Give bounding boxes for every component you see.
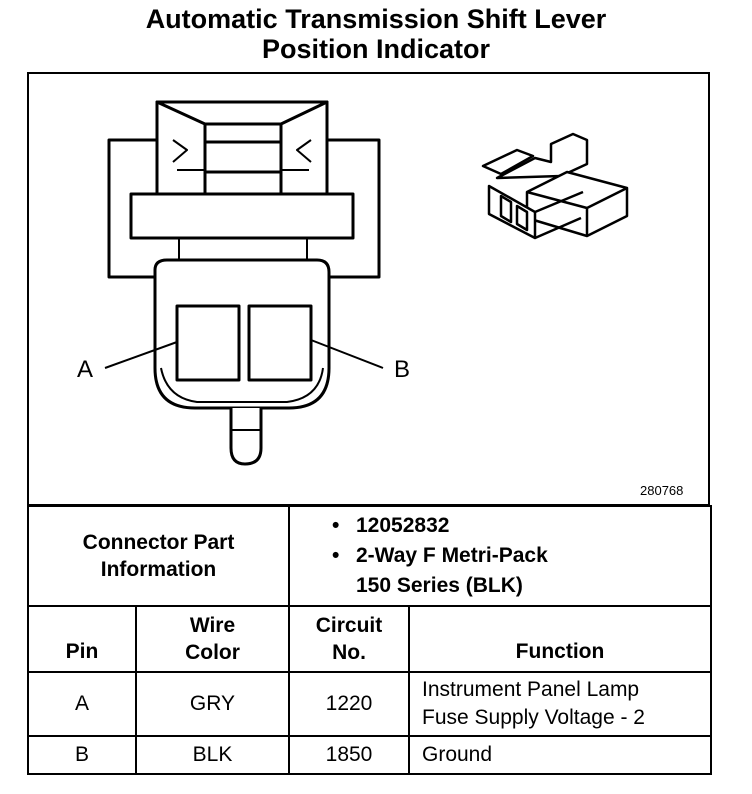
row-b-function: Ground bbox=[408, 735, 712, 775]
connector-figure-frame bbox=[27, 72, 710, 506]
callout-leader-a bbox=[104, 341, 178, 369]
row-a-circuit: 1220 bbox=[288, 671, 410, 737]
connector-part-label-cell: Connector Part Information bbox=[27, 505, 290, 607]
table-row: A GRY 1220 Instrument Panel Lamp Fuse Su… bbox=[27, 671, 712, 737]
row-b-function-line-1: Ground bbox=[422, 743, 493, 766]
connector-part-details: • 12052832 • 2-Way F Metri-Pack 150 Seri… bbox=[288, 505, 712, 607]
callout-leader-b bbox=[310, 339, 384, 369]
connector-type-line-1: 2-Way F Metri-Pack bbox=[356, 544, 548, 567]
row-b-wire-color: BLK bbox=[135, 735, 290, 775]
diagram-title: Automatic Transmission Shift Lever Posit… bbox=[0, 4, 752, 64]
connector-perspective-sketch bbox=[481, 132, 629, 240]
part-number-item: • 12052832 bbox=[332, 511, 710, 541]
terminal-cavity-a bbox=[175, 304, 241, 382]
header-circuit: Circuit No. bbox=[288, 605, 410, 673]
connector-info-table: Connector Part Information • 12052832 • … bbox=[27, 505, 712, 775]
connector-type-item: • 2-Way F Metri-Pack 150 Series (BLK) bbox=[332, 541, 710, 601]
row-a-pin: A bbox=[27, 671, 137, 737]
row-a-function: Instrument Panel Lamp Fuse Supply Voltag… bbox=[408, 671, 712, 737]
header-wire-color-line-2: Color bbox=[185, 641, 240, 664]
bullet-icon: • bbox=[332, 514, 340, 537]
connector-drawing bbox=[104, 100, 629, 466]
connector-crossbar bbox=[129, 192, 355, 240]
terminal-cavity-b bbox=[247, 304, 313, 382]
header-wire-color: Wire Color bbox=[135, 605, 290, 673]
callout-b-label: B bbox=[394, 356, 411, 383]
row-b-circuit: 1850 bbox=[288, 735, 410, 775]
connector-part-row: Connector Part Information • 12052832 • … bbox=[27, 505, 712, 607]
connector-part-label-line-2: Information bbox=[100, 558, 217, 581]
header-pin: Pin bbox=[27, 605, 137, 673]
table-header-row: Pin Wire Color Circuit No. Function bbox=[27, 605, 712, 673]
row-a-wire-color: GRY bbox=[135, 671, 290, 737]
connector-type-line-2: 150 Series (BLK) bbox=[356, 574, 523, 597]
row-a-function-line-2: Fuse Supply Voltage - 2 bbox=[422, 706, 645, 729]
title-line-1: Automatic Transmission Shift Lever bbox=[145, 4, 607, 34]
connector-peg bbox=[229, 408, 263, 466]
table-row: B BLK 1850 Ground bbox=[27, 735, 712, 775]
title-line-2: Position Indicator bbox=[261, 34, 490, 64]
header-circuit-line-1: Circuit bbox=[315, 614, 383, 637]
row-a-function-line-1: Instrument Panel Lamp bbox=[422, 678, 640, 701]
row-b-pin: B bbox=[27, 735, 137, 775]
callout-a-label: A bbox=[77, 356, 94, 383]
header-circuit-line-2: No. bbox=[332, 641, 366, 664]
figure-id: 280768 bbox=[640, 483, 684, 498]
connector-part-label-line-1: Connector Part bbox=[82, 531, 235, 554]
header-wire-color-line-1: Wire bbox=[189, 614, 236, 637]
part-number: 12052832 bbox=[356, 514, 450, 537]
header-function: Function bbox=[408, 605, 712, 673]
bullet-icon: • bbox=[332, 544, 340, 567]
